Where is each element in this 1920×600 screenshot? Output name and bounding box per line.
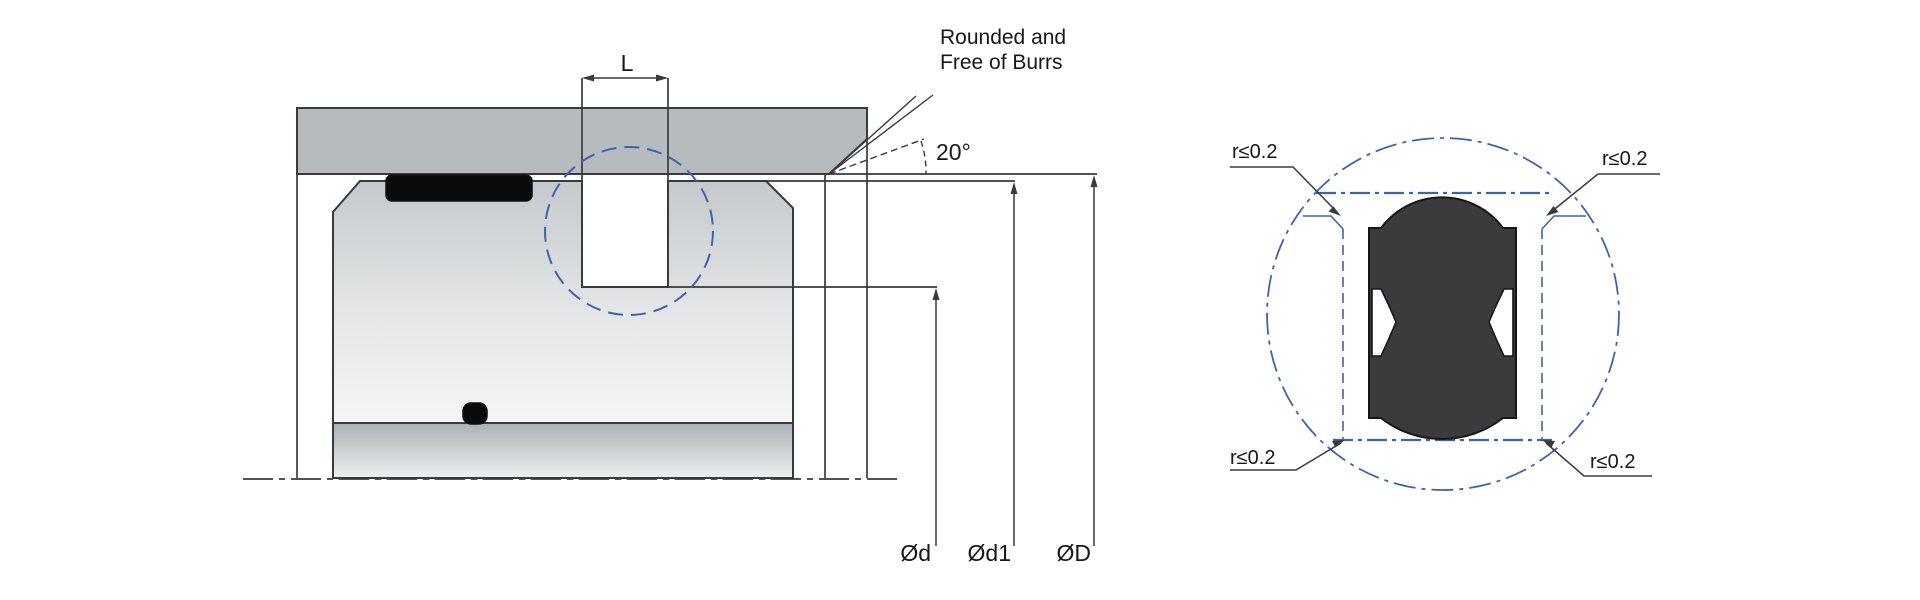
groove-detail-callout-circle: [544, 146, 714, 316]
radius-arrow-top-left: [1328, 206, 1341, 216]
radius-label-bottom-right: r≤0.2: [1590, 451, 1635, 473]
radius-leader-bottom-left: [1230, 442, 1342, 471]
chamfer-leaders: [828, 94, 934, 175]
chamfer-angle-label: 20°: [936, 139, 971, 165]
dim-arrow-groove-diameter: [932, 288, 940, 300]
chamfer-angle-reference-line: [828, 138, 925, 175]
dim-arrow-shaft-diameter: [1010, 182, 1018, 194]
edge-note: Rounded and Free of Burrs: [940, 26, 1066, 74]
groove-detail-view: r≤0.2 r≤0.2 r≤0.2 r≤0.2: [1230, 137, 1660, 491]
l-dimension: L: [582, 50, 668, 82]
radius-leader-top-left: [1230, 166, 1337, 212]
radius-arrow-bottom-right: [1542, 440, 1555, 448]
edge-note-line1: Rounded and: [940, 26, 1066, 49]
radius-label-top-right: r≤0.2: [1602, 148, 1647, 170]
dim-label-shaft-diameter: Ød1: [968, 540, 1011, 566]
wear-seal: [385, 174, 533, 202]
edge-note-leader-line: [828, 94, 934, 175]
radius-callouts: r≤0.2 r≤0.2 r≤0.2 r≤0.2: [1230, 141, 1660, 477]
chamfer-extension-line: [828, 95, 917, 175]
l-dimension-arrow-left: [582, 74, 594, 82]
assembly-section-view: L 20° Rounded and Free of Burrs Ø: [243, 26, 1098, 566]
radius-arrow-top-right: [1546, 206, 1559, 216]
radius-leader-top-right: [1550, 173, 1660, 213]
o-ring: [462, 402, 488, 425]
groove-outline: [1303, 215, 1586, 439]
edge-note-line2: Free of Burrs: [940, 51, 1063, 74]
dim-arrow-bore-diameter: [1090, 175, 1098, 187]
radius-label-bottom-left: r≤0.2: [1230, 447, 1275, 469]
l-dimension-label: L: [621, 50, 634, 76]
groove-edge-top-right: [1541, 215, 1586, 230]
l-dimension-arrow-right: [656, 74, 668, 82]
seal-profile: [1368, 196, 1517, 441]
radius-leader-bottom-right: [1545, 442, 1652, 477]
diameter-dimensions: Ød Ød1 ØD: [900, 175, 1098, 566]
piston-body: [332, 180, 794, 424]
detail-phantom-circle: [1266, 137, 1620, 491]
seal-side-notch-left: [1371, 288, 1397, 357]
radius-arrow-bottom-left: [1332, 440, 1345, 448]
dim-label-bore-diameter: ØD: [1057, 540, 1092, 566]
piston-lower-band: [332, 422, 794, 479]
chamfer-angle-arc: [920, 140, 927, 175]
groove-edge-top-left: [1303, 215, 1344, 230]
seal-side-notch-right: [1488, 288, 1514, 357]
radius-label-top-left: r≤0.2: [1232, 141, 1277, 163]
dim-label-groove-diameter: Ød: [900, 540, 931, 566]
